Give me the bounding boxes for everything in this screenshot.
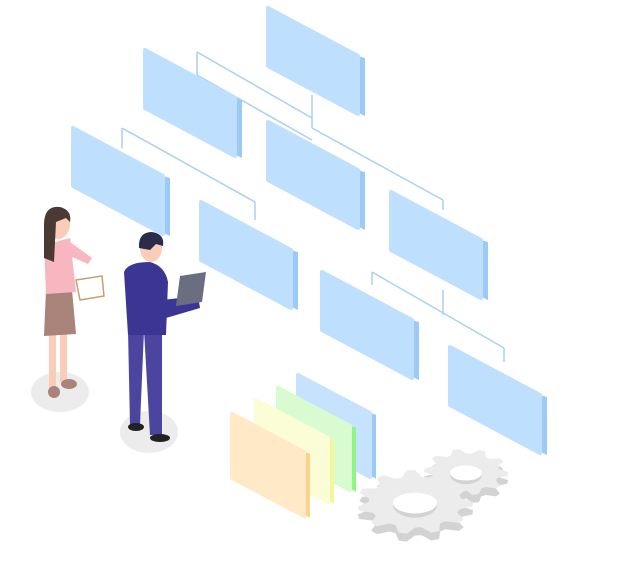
gear-hole-inner: [392, 492, 438, 514]
man-leg: [128, 330, 144, 425]
woman-skirt: [44, 290, 76, 336]
panel-face: [199, 200, 293, 310]
panel-face: [143, 48, 237, 158]
panel-face: [448, 345, 542, 455]
large-gear-icon: [357, 470, 473, 542]
panel-face: [266, 120, 360, 230]
man-leg: [144, 330, 162, 435]
woman-arm: [70, 242, 92, 264]
people: [31, 206, 206, 453]
panel-face: [320, 270, 414, 380]
org-panel-5: [389, 190, 488, 301]
man-figure: [124, 232, 206, 442]
woman-leg: [49, 330, 56, 388]
org-panel-6: [199, 200, 298, 311]
panel-face: [266, 6, 360, 116]
org-panel-2: [143, 48, 242, 159]
connector-line: [196, 51, 313, 119]
man-shoe: [128, 423, 144, 431]
connector-line: [371, 271, 505, 349]
tablet-icon: [176, 272, 206, 306]
gear-hole-inner: [450, 465, 482, 481]
clipboard-icon: [75, 275, 105, 301]
woman-figure: [44, 206, 105, 398]
org-panel-8: [448, 345, 547, 456]
org-panel-7: [320, 270, 419, 381]
colored-card-stack: [230, 373, 376, 518]
woman-shoe: [48, 386, 60, 398]
panel-face: [389, 190, 483, 300]
panel-face: [230, 412, 306, 518]
color-card-4: [230, 412, 310, 518]
man-hair: [138, 232, 164, 250]
org-panel-4: [71, 126, 170, 237]
woman-shoe: [61, 379, 77, 389]
org-panel-1: [266, 6, 365, 117]
connector-line: [311, 127, 444, 201]
connector-line: [121, 127, 256, 203]
panel-face: [71, 126, 165, 236]
man-shirt: [124, 262, 168, 335]
woman-leg: [60, 330, 67, 382]
woman-hair: [44, 206, 71, 262]
hierarchy-connectors: [121, 51, 505, 362]
hierarchy-panels: [71, 6, 547, 456]
org-panel-3: [266, 120, 365, 231]
gears-icon: [357, 449, 508, 542]
man-shoe: [150, 434, 170, 442]
